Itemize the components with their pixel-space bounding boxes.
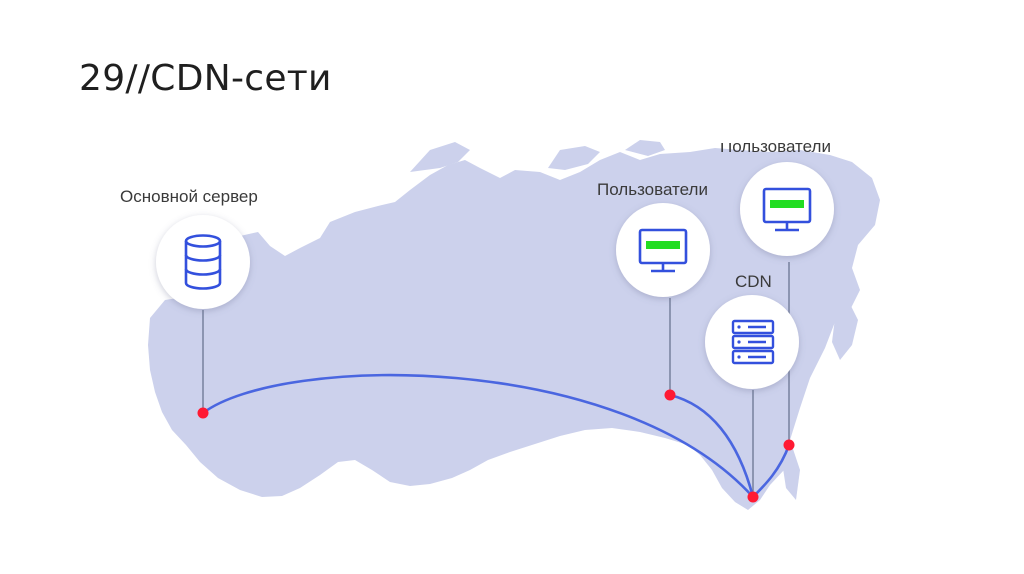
server-rack-icon — [731, 319, 775, 365]
main-server-to-cdn-arc — [201, 373, 755, 499]
database-icon — [184, 234, 222, 290]
cdn-marker — [747, 491, 759, 503]
location-markers — [197, 389, 795, 503]
cdn-label: CDN — [735, 272, 772, 291]
screen-indicator — [646, 241, 680, 249]
slide-title: 29//CDN-сети — [79, 58, 332, 99]
users-1-label: Пользователи — [597, 180, 708, 199]
users-2-marker — [783, 439, 795, 451]
users-2-node — [740, 162, 834, 256]
monitor-icon — [762, 187, 812, 232]
users-2-label: Пользователи — [720, 137, 831, 156]
users-1-marker — [664, 389, 676, 401]
main-server-node — [156, 215, 250, 309]
main-server-marker — [197, 407, 209, 419]
users-1-to-cdn-arc — [668, 393, 755, 499]
users-1-node — [616, 203, 710, 297]
cdn-node — [705, 295, 799, 389]
screen-indicator — [770, 200, 804, 208]
main-server-label: Основной сервер — [120, 187, 258, 206]
monitor-icon — [638, 228, 688, 273]
